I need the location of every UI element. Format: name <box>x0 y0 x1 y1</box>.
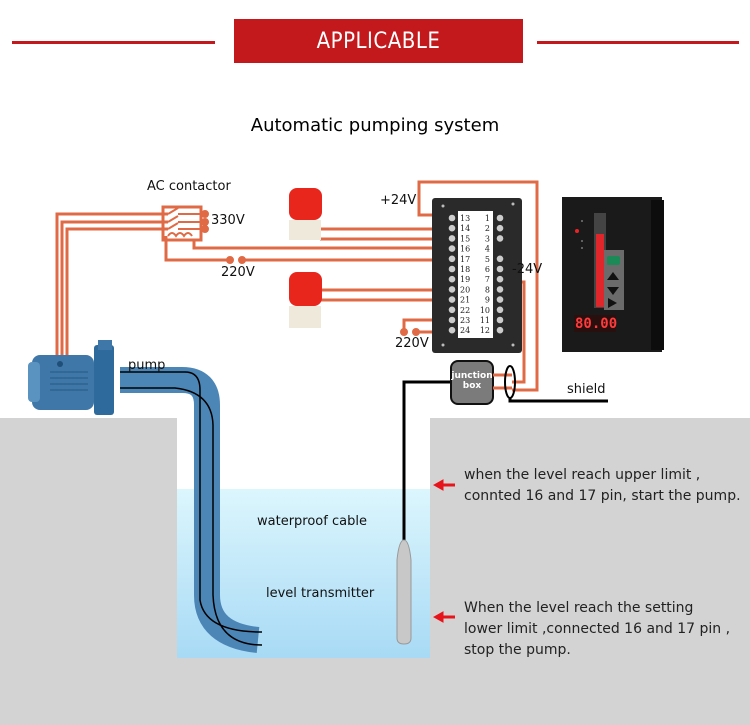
terminal-screw <box>496 316 504 324</box>
terminal-pin-label: 21 <box>460 296 470 305</box>
terminal-screw <box>496 265 504 273</box>
voltage-330v-label: 330V <box>211 213 245 228</box>
terminal-screw <box>496 235 504 242</box>
terminal-screw <box>496 224 504 232</box>
terminal-screw <box>448 255 456 263</box>
terminal-pin-label: 23 <box>460 316 470 325</box>
terminal-screw <box>448 316 456 324</box>
lower-note-line2: lower limit ,connected 16 and 17 pin , <box>464 621 731 637</box>
terminal-pin-label: 18 <box>460 265 470 274</box>
ac-contactor-label: AC contactor <box>147 179 231 194</box>
diagram-title: Automatic pumping system <box>250 115 500 136</box>
header-rule-right <box>537 41 739 44</box>
terminal-pin-label: 8 <box>485 285 490 294</box>
terminal-screw <box>496 255 504 263</box>
alarm-lamp-2 <box>289 272 322 328</box>
ground-right <box>430 418 750 725</box>
terminal-pin-label: 19 <box>460 275 470 284</box>
upper-note-line2: connted 16 and 17 pin, start the pump. <box>464 488 741 504</box>
terminal-pin-label: 13 <box>460 214 470 223</box>
terminal-pin-label: 3 <box>485 234 490 243</box>
junction-box-line1: junction <box>451 371 493 381</box>
terminal-screw <box>496 286 504 293</box>
pump-pipe <box>120 367 263 653</box>
terminal-pin-label: 20 <box>460 285 470 294</box>
terminal-pin-label: 24 <box>460 326 470 335</box>
terminal-pin-label: 6 <box>485 265 490 274</box>
terminal-screw <box>448 296 456 303</box>
junction-box-line2: box <box>462 381 482 391</box>
terminal-pin-label: 14 <box>460 224 470 233</box>
voltage-220v-label: 220V <box>221 265 255 280</box>
terminal-pin-label: 9 <box>485 296 490 305</box>
banner-text: APPLICABLE <box>316 28 441 54</box>
plus-24v-label: +24V <box>380 193 417 208</box>
level-transmitter-label: level transmitter <box>266 586 375 601</box>
motor-power-wires <box>55 212 168 355</box>
terminal-screw <box>448 245 456 252</box>
voltage-220v-terminal-label: 220V <box>395 336 429 351</box>
red-arrow-lower <box>432 611 455 623</box>
level-controller <box>562 197 664 352</box>
shield-label: shield <box>567 382 606 397</box>
terminal-pin-label: 16 <box>460 245 470 254</box>
terminal-screw <box>448 326 456 334</box>
applicable-banner: APPLICABLE <box>234 19 523 63</box>
ground-bottom <box>177 658 430 725</box>
pump-label: pump <box>128 358 166 373</box>
terminal-screw <box>496 214 504 222</box>
ground-left <box>0 418 177 725</box>
terminal-screw <box>448 286 456 293</box>
junction-box-label: junction box <box>451 371 493 391</box>
terminal-screw <box>448 224 456 232</box>
terminal-screw <box>496 275 504 283</box>
upper-note-line1: when the level reach upper limit , <box>464 467 701 483</box>
junction-box-assembly <box>402 360 608 610</box>
terminal-block: 13 1 14 2 15 3 16 4 17 5 18 6 19 7 20 8 21 9 22 10 23 11 24 12 <box>432 198 522 353</box>
terminal-pin-label: 5 <box>485 255 490 264</box>
terminal-pin-label: 22 <box>460 306 470 315</box>
terminal-screw <box>448 265 456 273</box>
waterproof-cable-label: waterproof cable <box>257 514 367 529</box>
lower-note-line1: When the level reach the setting <box>464 600 694 616</box>
lower-note-line3: stop the pump. <box>464 642 571 658</box>
upper-limit-note: when the level reach upper limit , connt… <box>464 465 741 507</box>
terminal-screw <box>448 235 456 242</box>
lower-limit-note: When the level reach the setting lower l… <box>464 598 730 661</box>
terminal-pin-label: 4 <box>485 245 490 254</box>
terminal-screw <box>496 326 504 334</box>
minus-24v-label: -24V <box>512 262 543 277</box>
terminal-pin-label: 12 <box>480 326 490 335</box>
terminal-pin-label: 11 <box>480 316 490 325</box>
terminal-pin-label: 10 <box>480 306 490 315</box>
terminal-pin-label: 17 <box>460 255 470 264</box>
terminal-pin-label: 15 <box>460 234 470 243</box>
terminal-screw <box>448 275 456 283</box>
alarm-lamp-wires <box>320 227 452 302</box>
terminal-screw <box>496 296 504 303</box>
terminal-pin-label: 2 <box>485 224 490 233</box>
terminal-screw <box>496 306 504 314</box>
terminal-screw <box>448 214 456 222</box>
terminal-screw <box>448 306 456 314</box>
pump-motor <box>28 340 114 415</box>
alarm-lamp-1 <box>289 188 322 240</box>
red-arrow-upper <box>432 479 455 491</box>
header-rule-left <box>12 41 215 44</box>
ac-contactor-symbol <box>161 205 209 242</box>
terminal-pin-label: 1 <box>485 214 490 223</box>
coil-wires <box>164 236 445 264</box>
level-transmitter-probe <box>396 539 412 645</box>
controller-display: 80.00 <box>575 316 618 332</box>
terminal-pin-label: 7 <box>485 275 490 284</box>
